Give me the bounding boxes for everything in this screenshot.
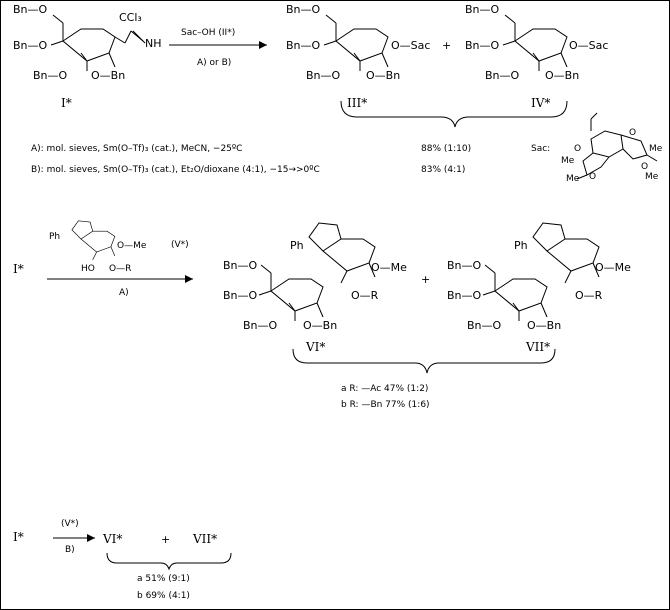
yield-a-text: 88% (1:10) <box>421 144 471 154</box>
bn-o-label: Bn—O <box>465 39 500 52</box>
compound-VI-label: VI* <box>102 532 122 546</box>
yield-row-a: a R: —Ac 47% (1:2) <box>341 384 428 394</box>
acceptor-ring-VI <box>308 222 376 284</box>
bn-o-label: Bn—O <box>33 69 68 82</box>
bn-o-label: Bn—O <box>465 3 500 16</box>
glucose-ring-I <box>50 14 116 72</box>
bn-o-label: Bn—O <box>306 69 341 82</box>
o-r-label: O—R <box>351 289 379 302</box>
compound-VI-label: VI* <box>305 340 325 354</box>
bn-o-label: Bn—O <box>243 319 278 332</box>
condition-b-text: B): mol. sieves, Sm(O–Tf)₃ (cat.), Et₂O/… <box>31 165 320 175</box>
bn-o-label: Bn—O <box>13 3 48 16</box>
reagent-II-label: Sac–OH (II*) <box>181 28 235 38</box>
glucose-ring-VII <box>482 264 548 322</box>
o-me-label: O—Me <box>117 241 147 251</box>
plus-sign: + <box>421 273 430 286</box>
bn-o-label: Bn—O <box>13 39 48 52</box>
ho-label: HO <box>81 264 95 274</box>
compound-VII-label: VII* <box>192 532 217 546</box>
conditions-ref-label: A) <box>119 288 129 298</box>
compound-I-label: I* <box>13 262 24 276</box>
conditions-ref-label: A) or B) <box>197 58 231 68</box>
ph-label: Ph <box>290 239 304 252</box>
product-brace-3 <box>106 552 232 571</box>
bn-o-label: Bn—O <box>447 289 482 302</box>
o-bn-label: O—Bn <box>527 319 561 332</box>
me-label: Me <box>649 144 663 154</box>
bn-o-label: Bn—O <box>223 259 258 272</box>
product-brace-2 <box>292 348 556 374</box>
acceptor-V-label: (V*) <box>61 519 79 529</box>
ph-label: Ph <box>49 232 60 242</box>
plus-sign: + <box>161 533 170 546</box>
compound-I-label: I* <box>13 530 24 544</box>
sac-label: Sac: <box>531 144 550 154</box>
nh-label: NH <box>145 37 162 50</box>
bn-o-label: Bn—O <box>467 319 502 332</box>
o-bn-label: O—Bn <box>545 69 579 82</box>
bn-o-label: Bn—O <box>223 289 258 302</box>
o-label: O <box>641 162 648 172</box>
yield-b-text: 83% (4:1) <box>421 165 465 175</box>
me-label: Me <box>561 156 575 166</box>
bn-o-label: Bn—O <box>485 69 520 82</box>
bn-o-label: Bn—O <box>447 259 482 272</box>
o-bn-label: O—Bn <box>91 69 125 82</box>
o-label: O <box>589 172 596 182</box>
o-me-label: O—Me <box>371 261 407 274</box>
compound-IV-label: IV* <box>531 96 550 110</box>
plus-sign: + <box>442 39 451 52</box>
yield-row-b: b R: —Bn 77% (1:6) <box>341 400 430 410</box>
o-label: O <box>574 144 581 154</box>
bn-o-label: Bn—O <box>286 39 321 52</box>
product-brace-1 <box>340 100 568 128</box>
compound-I-label: I* <box>61 96 72 110</box>
o-r-label: O—R <box>109 264 131 274</box>
yield-row-b: b 69% (4:1) <box>137 591 190 601</box>
ccl3-label: CCl₃ <box>119 11 142 24</box>
yield-row-a: a 51% (9:1) <box>137 574 190 584</box>
ph-label: Ph <box>514 239 528 252</box>
o-label: O <box>629 128 636 138</box>
glucose-ring-IV <box>502 14 568 72</box>
compound-VII-label: VII* <box>525 340 550 354</box>
compound-III-label: III* <box>347 96 367 110</box>
conditions-ref-label: B) <box>65 545 75 555</box>
acceptor-V-label: (V*) <box>171 240 189 250</box>
me-label: Me <box>566 174 580 184</box>
acceptor-ring-VII <box>532 222 600 284</box>
o-sac-label: O—Sac <box>391 39 430 52</box>
bn-o-label: Bn—O <box>286 3 321 16</box>
o-bn-label: O—Bn <box>366 69 400 82</box>
acceptor-V-structure <box>71 220 116 261</box>
o-me-label: O—Me <box>595 261 631 274</box>
me-label: Me <box>645 172 659 182</box>
o-bn-label: O—Bn <box>303 319 337 332</box>
sac-structure <box>576 112 658 180</box>
o-r-label: O—R <box>575 289 603 302</box>
glucose-ring-III <box>323 14 389 72</box>
o-sac-label: O—Sac <box>569 39 608 52</box>
condition-a-text: A): mol. sieves, Sm(O–Tf)₃ (cat.), MeCN,… <box>31 144 242 154</box>
glucose-ring-VI <box>258 264 324 322</box>
